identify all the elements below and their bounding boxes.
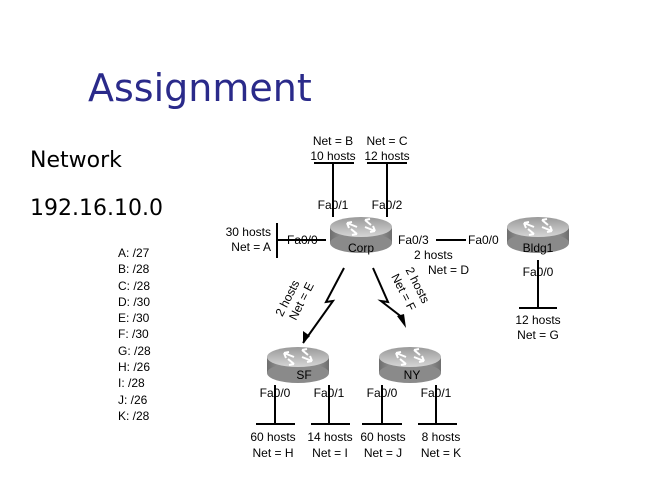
- router-label-corp: Corp: [348, 241, 374, 255]
- router-icon: NY: [378, 346, 442, 384]
- label-hosts-c: 12 hosts: [364, 149, 409, 163]
- router-icon: Bldg1: [506, 216, 570, 255]
- router-icon: Corp: [329, 216, 393, 255]
- label-hosts-d: 2 hosts: [414, 248, 453, 262]
- label-net-c: Net = C: [366, 134, 407, 148]
- router-label-ny: NY: [404, 368, 421, 382]
- label-net-j: Net = J: [364, 446, 402, 460]
- serial-link-e: [302, 267, 345, 344]
- mask-item: F: /30: [118, 327, 149, 342]
- label-bldg1-fa00-left: Fa0/0: [468, 233, 499, 247]
- mask-item: H: /26: [118, 360, 151, 375]
- mask-item: A: /27: [118, 246, 150, 260]
- mask-item: C: /28: [118, 278, 151, 293]
- mask-item: B: /28: [118, 262, 150, 277]
- label-sf-fa01: Fa0/1: [314, 386, 345, 400]
- label-net-d: Net = D: [428, 263, 469, 277]
- mask-item: E: /30: [118, 311, 150, 326]
- label-hosts-h: 60 hosts: [250, 430, 295, 444]
- label-bldg1-fa00-down: Fa0/0: [523, 265, 554, 279]
- label-corp-fa02: Fa0/2: [372, 198, 403, 212]
- label-net-i: Net = I: [312, 446, 348, 460]
- router-icon: SF: [266, 346, 330, 384]
- label-hosts-g: 12 hosts: [515, 313, 560, 327]
- label-net-g: Net = G: [517, 328, 559, 342]
- label-hosts-j: 60 hosts: [360, 430, 405, 444]
- label-corp-fa03: Fa0/3: [398, 233, 429, 247]
- serial-link-f: [372, 267, 404, 319]
- label-net-b: Net = B: [313, 134, 353, 148]
- router-label-sf: SF: [296, 368, 311, 382]
- label-hosts-k: 8 hosts: [422, 430, 461, 444]
- slide-title: Assignment: [88, 66, 312, 110]
- arrowhead-e: [303, 331, 310, 343]
- label-net-k: Net = K: [421, 446, 461, 460]
- label-hosts-i: 14 hosts: [307, 430, 352, 444]
- subnet-mask-list: A: /27 B: /28 C: /28 D: /30 E: /30 F: /3…: [118, 245, 151, 424]
- label-net-a: Net = A: [231, 240, 271, 254]
- mask-item: G: /28: [118, 343, 151, 358]
- label-ny-fa01: Fa0/1: [421, 386, 452, 400]
- mask-item: D: /30: [118, 294, 151, 309]
- label-hosts-a: 30 hosts: [226, 225, 271, 239]
- label-ny-fa00: Fa0/0: [367, 386, 398, 400]
- mask-item: J: /26: [118, 392, 148, 407]
- network-label: Network: [30, 148, 122, 173]
- network-address: 192.16.10.0: [30, 196, 163, 221]
- arrowhead-f: [397, 314, 406, 328]
- label-corp-fa01: Fa0/1: [318, 198, 349, 212]
- router-label-bldg1: Bldg1: [523, 241, 554, 255]
- label-sf-fa00: Fa0/0: [260, 386, 291, 400]
- mask-item: I: /28: [118, 376, 145, 391]
- label-net-h: Net = H: [252, 446, 293, 460]
- label-hosts-b: 10 hosts: [310, 149, 355, 163]
- label-corp-fa00: Fa0/0: [287, 233, 318, 247]
- mask-item: K: /28: [118, 408, 150, 423]
